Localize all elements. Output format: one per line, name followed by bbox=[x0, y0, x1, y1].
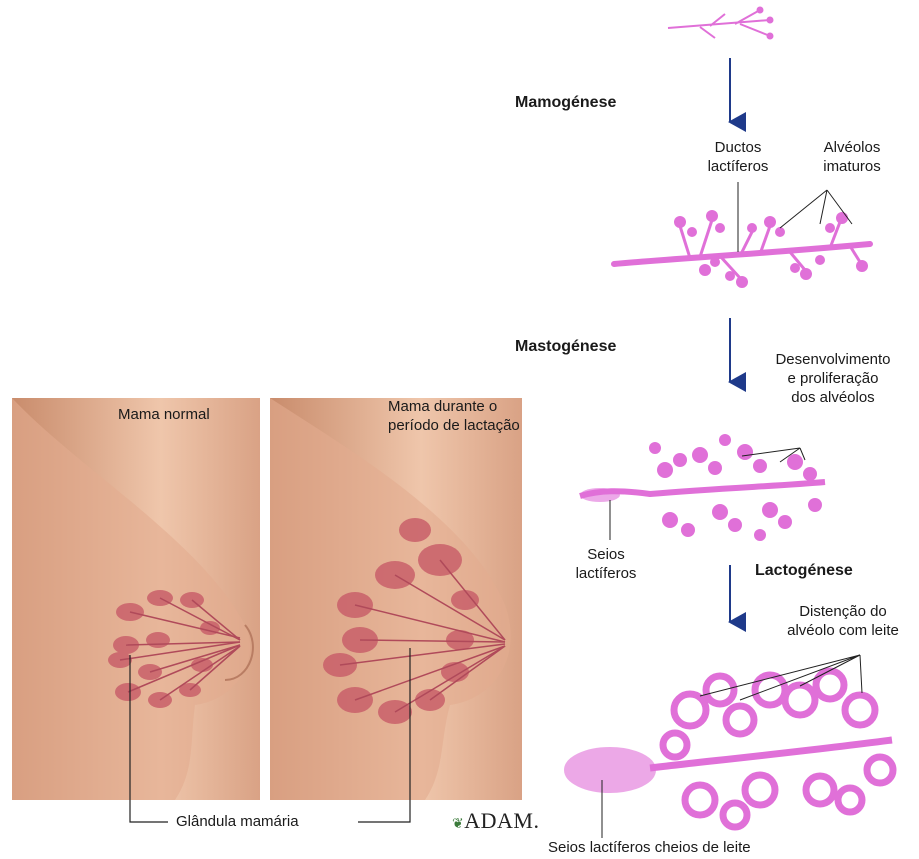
stage-mamogenese: Mamogénese bbox=[515, 94, 616, 112]
label-ductos: Ductos lactíferos bbox=[690, 138, 786, 176]
breast-normal-illustration bbox=[12, 398, 260, 800]
label-distencao: Distenção do alvéolo com leite bbox=[768, 602, 918, 640]
label-mama-normal: Mama normal bbox=[118, 405, 210, 424]
adam-logo: ❦ADAM. bbox=[452, 808, 539, 834]
stage-mastogenese: Mastogénese bbox=[515, 338, 616, 356]
label-desenvolvimento: Desenvolvimento e proliferação dos alvéo… bbox=[748, 350, 918, 407]
gland-mamogenese bbox=[614, 182, 870, 288]
duct-rudimentary bbox=[668, 8, 773, 39]
breast-lactating-illustration bbox=[270, 398, 522, 800]
label-alveolos-imaturos: Alvéolos imaturos bbox=[800, 138, 904, 176]
adam-leaf-icon: ❦ bbox=[452, 817, 464, 832]
label-seios-cheios: Seios lactíferos cheios de leite bbox=[548, 838, 751, 857]
label-mama-lactacao: Mama durante o período de lactação bbox=[388, 397, 520, 435]
label-seios: Seios lactíferos bbox=[556, 545, 656, 583]
stage-lactogenese: Lactogénese bbox=[755, 562, 853, 580]
gland-lactogenese bbox=[565, 655, 893, 838]
label-glandula: Glândula mamária bbox=[176, 812, 299, 831]
gland-mastogenese bbox=[580, 434, 825, 541]
